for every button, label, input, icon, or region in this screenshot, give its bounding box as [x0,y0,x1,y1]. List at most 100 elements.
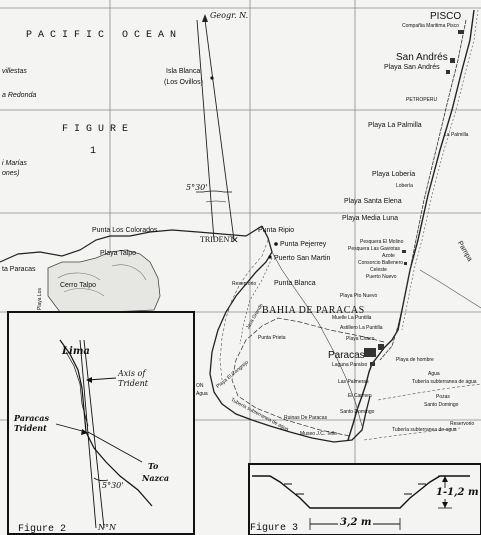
place-punta-prieta: Punta Prieta [258,335,286,341]
place-pesquera-el-molino: Pesquera El Molino [360,239,404,245]
figure3-trench-steps [284,483,426,495]
place-santo-domingo-2: Santo Domingo [424,402,459,408]
bay-label: BAHIA DE PARACAS [262,305,365,316]
figure2-north: N°N [98,523,116,532]
place-cerro-talpo: Cerro Talpo [60,282,97,289]
peninsula-inner-shore [219,239,269,381]
place-reservorio-se: Reservorio [450,421,475,427]
figure3-depth-arrowhead-top [442,476,448,482]
figure2-to-line2: Nazca [142,473,170,483]
place-ruinas: Ruinas De Paracas [284,415,328,421]
place-playa-la-palmilla: Playa La Palmilla [368,122,422,129]
settlement-marks [364,30,464,366]
place-loberia: Lobería [396,183,413,189]
place-muelle-la-puntilla: Muelle La Puntilla [332,315,372,321]
edge-villestas: villestas [2,68,27,75]
figure2-coast-inner [65,351,89,427]
place-celeste: Celeste [370,267,387,273]
figure3-caption: Figure 3 [250,523,299,534]
edge-on: ON [196,383,204,389]
figure2-axis-arrow [87,377,117,381]
figure3-depth: 1-1,2 m [436,487,479,499]
place-punta-ripio: Punta Ripio [258,227,295,234]
place-puerto-san-martin: Puerto San Martin [274,255,331,262]
figure1-number: 1 [90,146,97,157]
figure2-axis-line1: Axis of [118,369,146,378]
place-la-palmilla: La Palmilla [444,132,469,138]
figure3-depth-arrowhead-bottom [442,502,448,508]
place-playa-san-andres: Playa San Andrés [384,64,440,71]
road-peninsula [231,317,385,437]
edge-playa-los: Playa Los [37,288,43,310]
edge-marias: i Marías [2,160,27,167]
place-consorcio: Consorcio Ballenero [358,260,404,266]
place-paracas: Paracas [328,350,365,361]
place-reservorio: Reservorio [232,281,257,287]
place-playa-loberia: Playa Lobería [372,171,416,178]
figure2-paracas-arrow [55,423,87,433]
road-bay [239,257,273,345]
mainland-coast-shade [401,9,479,331]
road-east [419,269,481,309]
peninsula-coastline [209,225,371,443]
place-playa-talpo: Playa Talpo [100,250,137,257]
figure2-paracas-line1: Paracas [14,413,49,423]
figure2-angle: 5°30' [102,481,124,490]
mainland-coastline [347,9,475,441]
western-landmass [0,225,263,263]
figure2-caption: Figure 2 [18,524,67,535]
place-playa-chaco: Playa Chaco [346,336,375,342]
cerro-talpo-relief [57,264,147,297]
edge-paracas: ta Paracas [2,266,36,273]
figure2-angle-arc [93,477,109,482]
place-punta-pejerrey: Punta Pejerrey [280,241,327,248]
road-interior [271,251,363,427]
geographic-north-line [204,19,235,241]
place-museo: Museo J.C. Tello [300,431,337,437]
trident-axis-line [196,19,215,241]
place-tuberia-1: Tubería subterranea de agua [412,379,477,385]
place-las-palmeras: Las Palmeras [338,379,369,385]
edge-agua: Agua [196,391,208,397]
figure2-north-line [83,339,105,529]
figure2-to-line1: To [148,461,159,471]
place-tuberia-2: Tubería subterranea de agua [392,427,457,433]
place-isla-blanca: Isla Blanca [166,68,201,75]
figure2-axis-arrowhead [86,377,92,383]
place-laguna-paraiso: Laguna Paraíso [332,362,368,368]
ocean-label: PACIFIC OCEAN [26,30,183,41]
place-pozas: Pozas [436,394,450,400]
edge-ones: ones) [2,170,20,177]
pipeline-south [377,383,481,401]
pejerrey-dot [274,242,278,246]
trident-label: TRIDENT [200,235,235,244]
figure2-nazca-line [87,431,143,463]
place-pisco: PISCO [430,11,462,22]
place-azote: Azote [382,253,395,259]
figure2-paracas-arrowhead [81,429,88,435]
figure2-lima: Lima [62,346,90,357]
place-puerto-nuevo: Puerto Nuevo [366,274,397,280]
figure2-axis-line2: Trident [118,379,148,388]
figure3-width: 3,2 m [338,517,374,529]
angle-arc-lower [205,200,227,203]
trident-cross-icon: ✕ [231,236,239,246]
place-el-carmen: El Carmen [348,393,372,399]
isla-blanca-dot [210,76,214,80]
angle-arc [202,190,225,193]
place-san-andres: San Andrés [396,52,448,63]
san-martin-dot [268,255,272,259]
edge-redonda: a Redonda [2,92,37,99]
western-landmass-fill [47,249,161,313]
place-playa-pto-nuevo: Playa Pto Nuevo [340,293,378,299]
figure1-word: FIGURE [62,124,135,135]
place-los-ovillos: (Los Ovillos) [164,79,203,86]
place-astillero: Astillero La Puntilla [340,325,383,331]
road-coastal [379,19,467,361]
figure2-paracas-line2: Trident [14,423,47,433]
figure2-axis-line [79,339,97,529]
north-label: Geogr. N. [210,11,249,20]
figure3-trench-profile [252,475,470,509]
place-punta-los-colorados: Punta Los Colorados [92,227,158,234]
